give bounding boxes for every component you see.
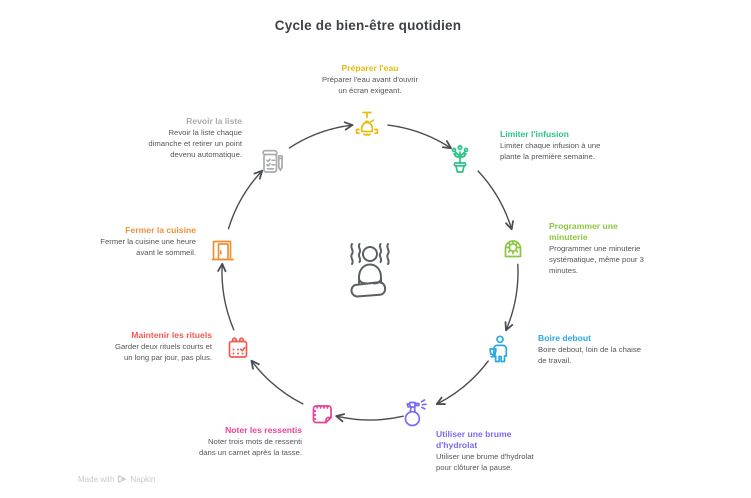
node-desc: Noter trois mots de ressenti dans un car… (199, 437, 302, 458)
node-label: Boire debout (538, 333, 591, 343)
arrow-minuterie-to-boire (504, 263, 519, 332)
made-with-label: Made with (78, 474, 115, 484)
node-fermer-cuisine: Fermer la cuisine Fermer la cuisine une … (36, 225, 196, 259)
node-desc: Utiliser une brume d'hydrolat pour clôtu… (436, 451, 534, 472)
node-revoir-liste: Revoir la liste Revoir la liste chaque d… (82, 116, 242, 161)
node-label: Noter les ressentis (225, 425, 302, 435)
node-label: Limiter l'infusion (500, 129, 569, 139)
node-desc: Garder deux rituels courts et un long pa… (115, 342, 212, 363)
node-desc: Programmer une minuterie systématique, m… (549, 243, 644, 275)
meditating-person-icon (328, 236, 412, 310)
arrow-noter-to-maintenir (250, 359, 304, 405)
arrow-revoir-to-preparer (288, 121, 354, 149)
node-limiter-infusion: Limiter l'infusion Limiter chaque infusi… (500, 129, 660, 163)
node-desc: Préparer l'eau avant d'ouvrir un écran e… (321, 75, 419, 96)
node-desc: Revoir la liste chaque dimanche et retir… (148, 128, 242, 159)
spray-bottle-icon (397, 396, 433, 432)
node-desc: Boire debout, loin de la chaise de trava… (538, 345, 641, 366)
potted-plant-icon (442, 140, 478, 176)
notebook-icon (304, 396, 340, 432)
calendar-icon (220, 330, 256, 366)
arrow-brume-to-noter (335, 413, 404, 423)
napkin-brand-label: Napkin (130, 474, 156, 484)
node-programmer-minuterie: Programmer une minuterie Programmer une … (549, 221, 709, 276)
node-boire-debout: Boire debout Boire debout, loin de la ch… (538, 333, 698, 367)
door-icon (204, 230, 240, 266)
standing-person-icon (480, 332, 516, 368)
node-label: Fermer la cuisine (125, 225, 196, 235)
timer-icon (495, 230, 531, 266)
page-title: Cycle de bien-être quotidien (274, 18, 462, 33)
node-preparer-eau: Préparer l'eau Préparer l'eau avant d'ou… (290, 63, 450, 97)
node-noter-ressentis: Noter les ressentis Noter trois mots de … (142, 425, 302, 459)
node-maintenir-rituels: Maintenir les rituels Garder deux rituel… (52, 330, 212, 364)
node-label: Revoir la liste (186, 116, 242, 126)
arrow-limiter-to-minuterie (477, 170, 514, 231)
node-label: Maintenir les rituels (131, 330, 212, 340)
node-label: Utiliser une brume d'hydrolat (436, 429, 512, 450)
node-brume-hydrolat: Utiliser une brume d'hydrolat Utiliser u… (436, 429, 596, 474)
node-label: Préparer l'eau (341, 63, 399, 73)
node-desc: Fermer la cuisine une heure avant le som… (100, 237, 196, 258)
node-desc: Limiter chaque infusion à une plante la … (500, 141, 601, 162)
made-with-napkin: Made with Napkin (78, 474, 155, 484)
notepad-pen-icon (254, 145, 290, 181)
node-label: Programmer une minuterie (549, 221, 618, 242)
kettle-faucet-icon (349, 109, 385, 145)
napkin-logo-icon (117, 474, 127, 484)
arrow-maintenir-to-fermer (217, 262, 235, 331)
